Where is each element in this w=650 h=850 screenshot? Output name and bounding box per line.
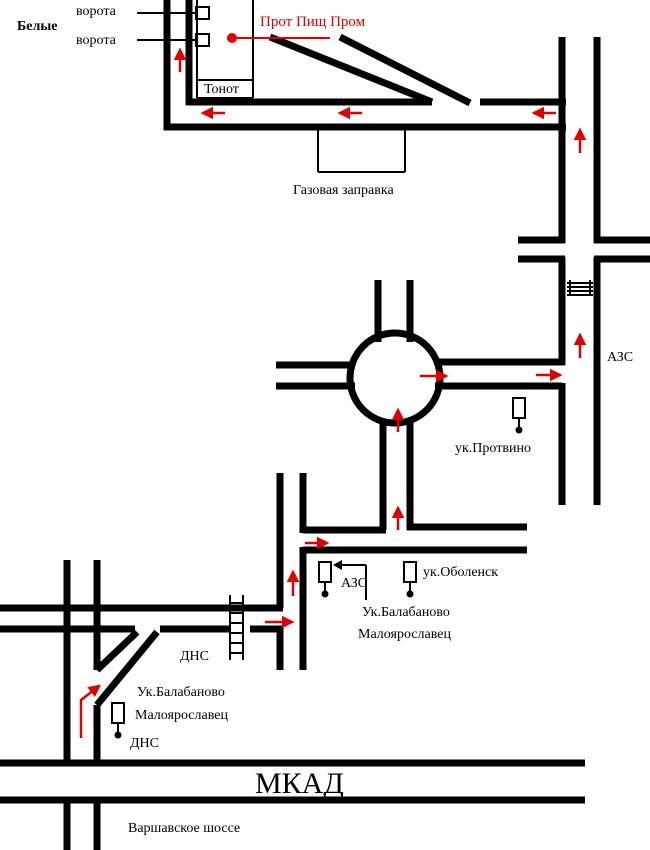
factory-buildings bbox=[137, 0, 406, 173]
map-labels: Белые ворота ворота Прот Пищ Пром Тонот … bbox=[17, 4, 633, 836]
label-destination: Прот Пищ Пром bbox=[260, 14, 366, 30]
label-vorota-2: ворота bbox=[76, 33, 117, 48]
rail-crossing-icon bbox=[229, 595, 244, 660]
route-arrows bbox=[79, 47, 587, 738]
label-vorota-1: ворота bbox=[76, 4, 117, 19]
label-azs-right: АЗС bbox=[607, 350, 633, 365]
label-uk-balabanovo-1: Ук.Балабаново bbox=[362, 605, 450, 620]
sign-icon bbox=[318, 561, 332, 598]
roundabout bbox=[346, 329, 444, 427]
middle-roads bbox=[276, 255, 650, 608]
rail-crossing-icon bbox=[567, 280, 593, 296]
arrow-icon bbox=[79, 684, 101, 738]
sign-icon bbox=[111, 702, 125, 739]
label-mkad: МКАД bbox=[255, 767, 344, 800]
label-maloyaroslavets-1: Малоярославец bbox=[358, 627, 451, 642]
label-uk-balabanovo-2: Ук.Балабаново bbox=[137, 685, 225, 700]
label-tonot: Тонот bbox=[204, 82, 239, 97]
top-roads bbox=[163, 0, 650, 244]
label-dns-2: ДНС bbox=[130, 736, 159, 751]
label-varshavskoe: Варшавское шоссе bbox=[128, 821, 240, 836]
sign-icon bbox=[403, 561, 417, 598]
label-gas-station: Газовая заправка bbox=[293, 183, 394, 198]
label-uk-obolensk: ук.Оболенск bbox=[423, 565, 498, 580]
label-dns-1: ДНС bbox=[180, 649, 209, 664]
label-azs-small: АЗС bbox=[341, 576, 367, 591]
label-uk-protvino: ук.Протвино bbox=[455, 441, 531, 456]
label-belye: Белые bbox=[17, 19, 57, 34]
label-maloyaroslavets-2: Малоярославец bbox=[135, 708, 228, 723]
destination-dot-icon bbox=[227, 33, 237, 43]
lower-roads bbox=[0, 546, 585, 850]
sign-pointer bbox=[333, 560, 367, 600]
sign-icon bbox=[512, 397, 526, 434]
